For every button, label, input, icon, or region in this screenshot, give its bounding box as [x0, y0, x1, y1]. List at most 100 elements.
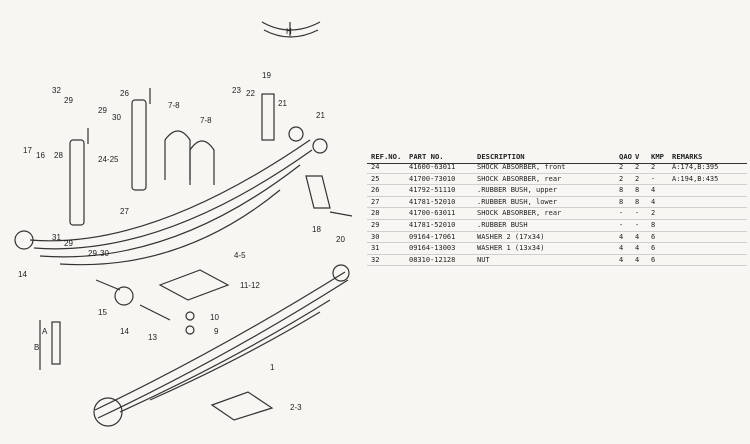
callout-29: 29 — [64, 96, 73, 105]
cell-part: 08310-12128 — [409, 255, 456, 264]
cell-part: 41781-52010 — [409, 197, 456, 206]
upper-leaf-spring-3 — [39, 164, 301, 258]
cell-rem: A:174,B:395 — [672, 163, 719, 171]
header-qty-3: KMP — [651, 152, 664, 161]
diagram-canvas: 32 29 29 30 26 7-8 7-8 23 22 19 21 21 17… — [14, 21, 353, 427]
shock-absorber-rear — [69, 139, 85, 226]
shackle-bolt — [329, 211, 353, 217]
callout-28: 28 — [54, 151, 63, 160]
cell-q1: 4 — [619, 232, 624, 241]
cell-ref: 29 — [371, 220, 380, 229]
bolt-13 — [139, 304, 171, 321]
cell-ref: 27 — [371, 197, 380, 206]
upper-leaf-spring-4 — [59, 189, 281, 266]
callout-17: 17 — [23, 146, 32, 155]
cell-desc: .RUBBER BUSH, upper — [477, 186, 558, 195]
cell-q3: - — [651, 174, 656, 183]
callout-9: 9 — [214, 327, 219, 336]
shackle-plate — [305, 175, 331, 209]
cell-q3: 6 — [651, 244, 656, 253]
callout-13: 13 — [148, 333, 157, 342]
cell-q1: 2 — [619, 174, 624, 183]
cell-q1: 8 — [619, 186, 624, 195]
callout-b: B — [34, 343, 39, 352]
cell-desc: SHOCK ABSORBER, rear — [477, 209, 562, 218]
callout-11-12: 11-12 — [240, 281, 260, 290]
callout-22: 22 — [246, 89, 255, 98]
header-description: DESCRIPTION — [477, 152, 525, 161]
cell-q2: 8 — [635, 186, 640, 195]
callout-15: 15 — [98, 308, 107, 317]
callout-21b: 21 — [316, 111, 325, 120]
callout-29b: 29 — [98, 106, 107, 115]
cell-q3: 8 — [651, 220, 656, 229]
bush-21b — [288, 126, 304, 142]
cell-ref: 31 — [371, 244, 380, 253]
cell-q3: 4 — [651, 197, 656, 206]
callout-1: 1 — [270, 363, 275, 372]
cell-rem: A:194,B:435 — [672, 174, 719, 183]
cell-q3: 6 — [651, 255, 656, 264]
cell-q3: 6 — [651, 232, 656, 241]
lower-spring-eye — [93, 397, 123, 427]
table-row: 32 08310-12128 NUT 4 4 6 — [367, 255, 747, 267]
cell-q3: 2 — [651, 163, 656, 171]
callout-h: H — [286, 27, 292, 36]
cell-desc: SHOCK ABSORBER, front — [477, 163, 566, 171]
callout-16: 16 — [36, 151, 45, 160]
cell-desc: NUT — [477, 255, 490, 264]
nut-9 — [185, 325, 195, 335]
upper-leaf-spring-2 — [33, 149, 313, 250]
cell-desc: WASHER 1 (13x34) — [477, 244, 545, 253]
exploded-parts-diagram: 32 29 29 30 26 7-8 7-8 23 22 19 21 21 17… — [0, 0, 365, 444]
cell-q1: - — [619, 220, 624, 229]
cell-q2: 2 — [635, 163, 640, 171]
spring-arc-inner — [263, 29, 319, 38]
upper-leaf-spring — [29, 139, 311, 242]
cell-q2: 8 — [635, 197, 640, 206]
header-rule — [367, 163, 747, 164]
cell-desc: .RUBBER BUSH — [477, 220, 528, 229]
u-bolt-2 — [189, 140, 215, 185]
cell-ref: 26 — [371, 186, 380, 195]
cell-q1: 4 — [619, 255, 624, 264]
bush-21 — [312, 138, 328, 154]
callout-30b: 30 — [100, 249, 109, 258]
callout-7-8b: 7-8 — [200, 116, 212, 125]
parts-table: REF.NO. PART NO. DESCRIPTION QAO V KMP R… — [367, 150, 747, 267]
cell-ref: 25 — [371, 174, 380, 183]
callout-29d: 29 — [88, 249, 97, 258]
table-row: 26 41792-51110 .RUBBER BUSH, upper 8 8 4 — [367, 185, 747, 197]
cell-q1: 4 — [619, 244, 624, 253]
cell-q3: 4 — [651, 186, 656, 195]
cell-ref: 32 — [371, 255, 380, 264]
washer-10 — [185, 311, 195, 321]
lower-leaf-spring-3 — [119, 299, 331, 413]
callout-21: 21 — [278, 99, 287, 108]
header-ref-no: REF.NO. — [371, 152, 402, 161]
lower-spring-front-eye — [332, 264, 350, 282]
lower-leaf-spring-2 — [97, 279, 349, 419]
cell-part: 41700-73010 — [409, 174, 456, 183]
bush-14-left — [14, 230, 34, 250]
cell-desc: WASHER 2 (17x34) — [477, 232, 545, 241]
cell-q2: 4 — [635, 255, 640, 264]
cell-part: 41792-51110 — [409, 186, 456, 195]
callout-20: 20 — [336, 235, 345, 244]
header-part-no: PART NO. — [409, 152, 444, 161]
callout-18: 18 — [312, 225, 321, 234]
cell-desc: .RUBBER BUSH, lower — [477, 197, 558, 206]
header-qty-1: QAO — [619, 152, 632, 161]
cell-q2: 4 — [635, 244, 640, 253]
callout-a: A — [42, 327, 48, 336]
shock-absorber-front — [131, 99, 147, 191]
spring-seat-plate — [158, 269, 230, 301]
spring-pad-plate — [210, 391, 274, 421]
